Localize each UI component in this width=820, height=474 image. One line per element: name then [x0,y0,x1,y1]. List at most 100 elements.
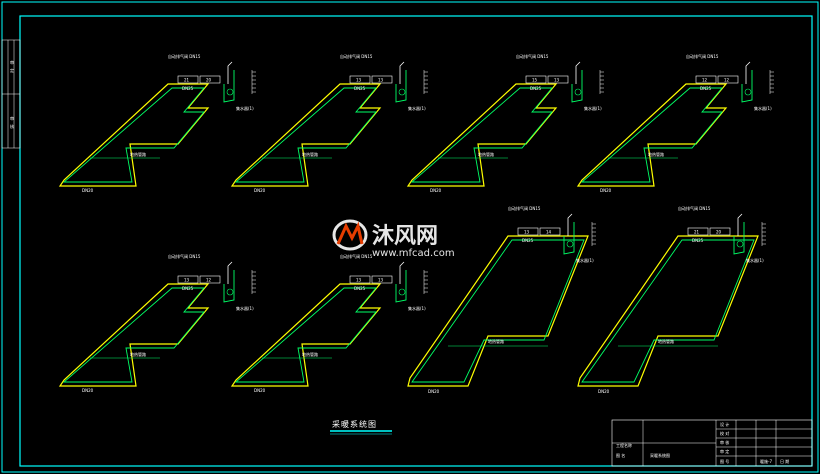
supply-pipe [58,83,210,187]
dn-bottom-label: DN20 [430,188,442,193]
valve-icon [736,240,744,248]
riser-pipe [395,70,407,103]
manifold-box-a [695,75,717,84]
valve-icon [566,240,574,248]
riser-pipe [395,270,407,303]
riser-pipe [733,222,745,255]
manifold-label-b: 12 [206,278,212,283]
vent-riser [567,213,573,236]
manifold-side-label: 集水器(1) [746,257,764,263]
dn-top-label: DN25 [354,286,366,291]
riser-pipe [563,222,575,255]
tb-role-1: 校 对 [720,430,729,436]
drawing-title-text: 采暖系统图 [332,419,377,429]
manifold-label-a: 13 [524,230,530,235]
manifold-label-b: 13 [378,78,384,83]
manifold-side-label: 集水器(1) [584,105,602,111]
valve-icon [744,88,752,96]
return-pipe [410,87,553,183]
vent-riser [399,61,405,84]
inner-frame [19,15,813,467]
supply-pipe [230,83,382,187]
tb-drawing-label: 图 名 [616,452,625,458]
valve-icon [574,88,582,96]
manifold-label-b: 13 [554,78,560,83]
manifold-box-a [349,75,371,84]
manifold-side-label: 集水器(1) [754,105,772,111]
tb-role-3: 审 定 [720,448,729,454]
manifold-box-b [717,75,739,84]
air-vent-label: 自动排气阀 DN15 [340,253,373,259]
manifold-label-b: 13 [378,278,384,283]
air-vent-label: 自动排气阀 DN15 [686,53,719,59]
return-pipe [62,87,205,183]
side-row-2: 审 [10,115,14,121]
manifold-label-a: 15 [532,78,538,83]
tb-role-2: 审 核 [720,439,729,445]
air-vent-label: 自动排气阀 DN15 [168,53,201,59]
manifold-label-b: 20 [206,78,212,83]
vent-riser [399,261,405,284]
vent-riser [227,61,233,84]
return-pipe [234,87,377,183]
valve-icon [226,88,234,96]
return-pipe [62,287,205,383]
manifold-side-label: 集水器(1) [408,305,426,311]
air-vent-label: 自动排气阀 DN15 [340,53,373,59]
manifold-box-a [349,275,371,284]
manifold-box-a [177,75,199,84]
valve-icon [398,288,406,296]
riser-pipe [741,70,753,103]
watermark: 沐风网 www.mfcad.com [332,219,455,259]
tb-date-label: 日 期 [780,458,789,464]
supply-pipe [577,235,759,387]
return-pipe [581,239,755,383]
dn-top-label: DN25 [700,86,712,91]
room-label: 地热管路 [648,151,664,157]
valve-icon [226,288,234,296]
air-vent-label: 自动排气阀 DN15 [508,205,541,211]
tb-sheet-label: 图 号 [720,458,729,464]
manifold-box-b [199,275,221,284]
dn-bottom-label: DN20 [82,188,94,193]
dn-bottom-label: DN20 [598,389,610,394]
manifold-side-label: 集水器(1) [236,105,254,111]
room-label: 地热管路 [478,151,494,157]
manifold-label-a: 12 [702,78,708,83]
manifold-box-b [547,75,569,84]
drawing-title: 采暖系统图 [330,419,392,435]
return-pipe [411,239,585,383]
dn-top-label: DN25 [182,286,194,291]
dn-top-label: DN25 [522,238,534,243]
tb-sheet-no: 暖施-7 [760,458,772,464]
manifold-box-a [525,75,547,84]
riser-pipe [571,70,583,103]
air-vent-label: 自动排气阀 DN15 [516,53,549,59]
manifold-label-a: 21 [694,230,700,235]
side-row-0: 审 [10,59,14,65]
riser-pipe [223,70,235,103]
tb-drawing-name: 采暖系统图 [650,452,670,458]
mfcad-logo-icon [332,219,368,251]
air-vent-label: 自动排气阀 DN15 [168,253,201,259]
room-label: 地热管路 [130,351,146,357]
manifold-box-b [539,227,561,236]
manifold-box-a [177,275,199,284]
air-vent-label: 自动排气阀 DN15 [678,205,711,211]
manifold-label-a: 13 [356,78,362,83]
supply-pipe [407,235,589,387]
dn-bottom-label: DN20 [254,388,266,393]
dn-bottom-label: DN20 [428,389,440,394]
manifold-label-b: 14 [546,230,552,235]
side-block: 审 定 审 核 [1,39,21,149]
manifold-side-label: 集水器(1) [408,105,426,111]
vent-riser [745,61,751,84]
